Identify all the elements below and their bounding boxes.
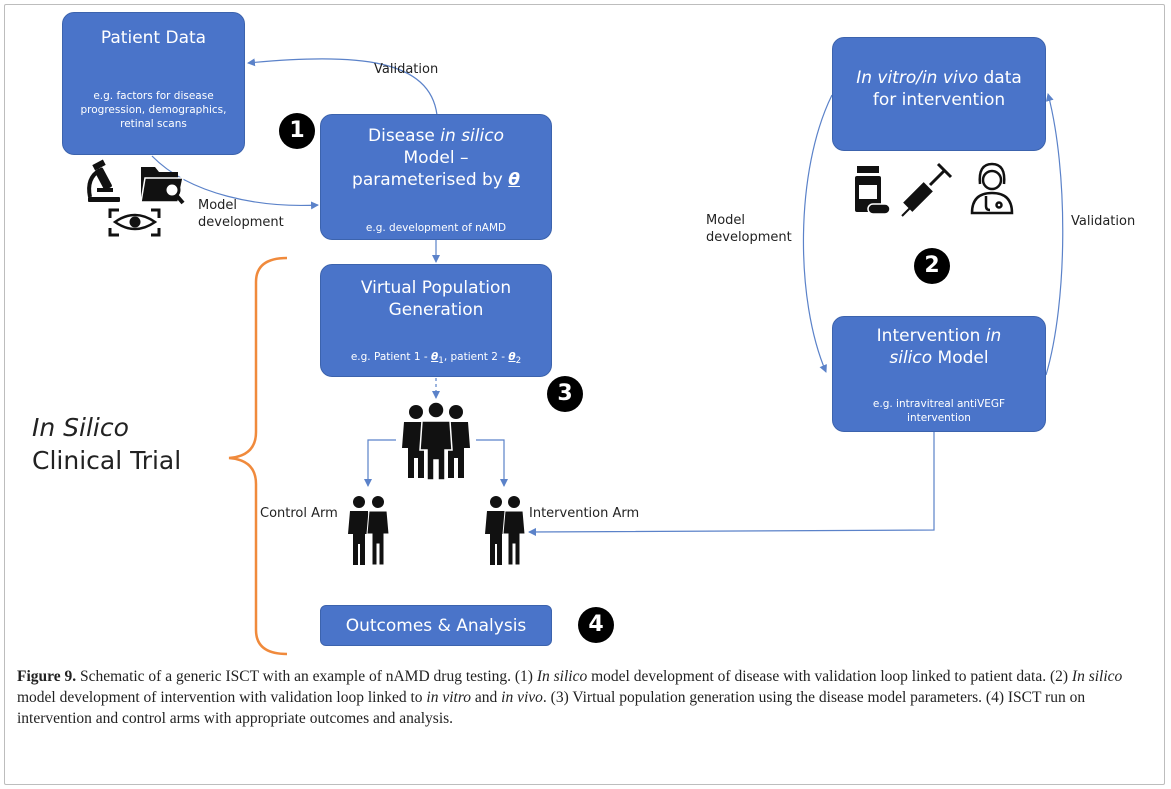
trial-label-line1: In Silico [32, 413, 129, 442]
trial-label-line2: Clinical Trial [32, 446, 182, 475]
intervention-arm-label: Intervention Arm [529, 506, 640, 521]
caption-figure-label: Figure 9. [17, 668, 77, 685]
invitro-data-line1: In vitro/in vivo data [856, 68, 1022, 88]
step-badge-3: 3 [547, 376, 583, 412]
outcomes-title: Outcomes & Analysis [345, 616, 527, 636]
model-development-arrow-right [802, 94, 833, 373]
model-development-label-right: Model development [706, 213, 792, 245]
split-to-control-arm [364, 439, 396, 487]
microscope-icon [87, 159, 120, 202]
population-icon [402, 401, 470, 481]
eye-scan-icon [108, 208, 161, 237]
virtual-population-subtitle: e.g. Patient 1 - θ1, patient 2 - θ2 [350, 351, 522, 367]
intervention-model-line1: Intervention in [876, 326, 1002, 346]
patient-data-box: Patient Data e.g. factors for disease pr… [62, 12, 245, 155]
validation-arrow-right [1045, 93, 1064, 376]
step-badge-1: 1 [279, 113, 315, 149]
intervention-arm-people-icon [485, 496, 526, 566]
split-to-intervention-arm [476, 439, 508, 487]
invitro-data-box: In vitro/in vivo data for intervention [832, 37, 1046, 151]
medicine-bottle-icon [855, 166, 891, 215]
patient-data-title: Patient Data [100, 28, 207, 48]
intervention-model-subtitle: e.g. intravitreal antiVEGF intervention [872, 398, 1006, 424]
model-development-arrow-left [151, 155, 319, 210]
validation-label-right: Validation [1071, 214, 1136, 229]
intervention-model-box: Intervention in silico Model e.g. intrav… [832, 316, 1046, 432]
disease-model-subtitle: e.g. development of nAMD [365, 222, 507, 234]
virtual-population-title: Virtual Population Generation [360, 278, 512, 320]
validation-arrow-top [247, 58, 438, 116]
control-arm-label: Control Arm [260, 506, 338, 521]
figure-frame [4, 4, 1165, 785]
folder-search-icon [140, 167, 185, 205]
outcomes-box: Outcomes & Analysis [320, 605, 552, 646]
trial-label: In Silico Clinical Trial [32, 411, 181, 477]
step-badge-4: 4 [578, 607, 614, 643]
invitro-data-line2: for intervention [872, 90, 1006, 110]
patient-data-subtitle: e.g. factors for disease progression, de… [80, 90, 227, 130]
doctor-icon [970, 162, 1014, 215]
validation-label-top: Validation [374, 62, 439, 77]
model-development-label-left: Model development [198, 198, 284, 230]
control-arm-people-icon [348, 496, 390, 566]
syringe-icon [901, 162, 953, 217]
intervention-model-line2: silico Model [889, 348, 989, 368]
disease-model-line1: Disease in silico [368, 126, 504, 146]
figure-caption: Figure 9. Schematic of a generic ISCT wi… [17, 668, 1123, 727]
disease-model-box: Disease in silico Model – parameterised … [320, 114, 552, 240]
step-badge-2: 2 [914, 248, 950, 284]
trial-bracket [228, 256, 288, 656]
arrow-intervention-model-to-arm [528, 432, 935, 536]
virtual-population-box: Virtual Population Generation e.g. Patie… [320, 264, 552, 377]
disease-model-line2: Model – [403, 148, 469, 168]
disease-model-line3: parameterised by θ [352, 170, 520, 190]
